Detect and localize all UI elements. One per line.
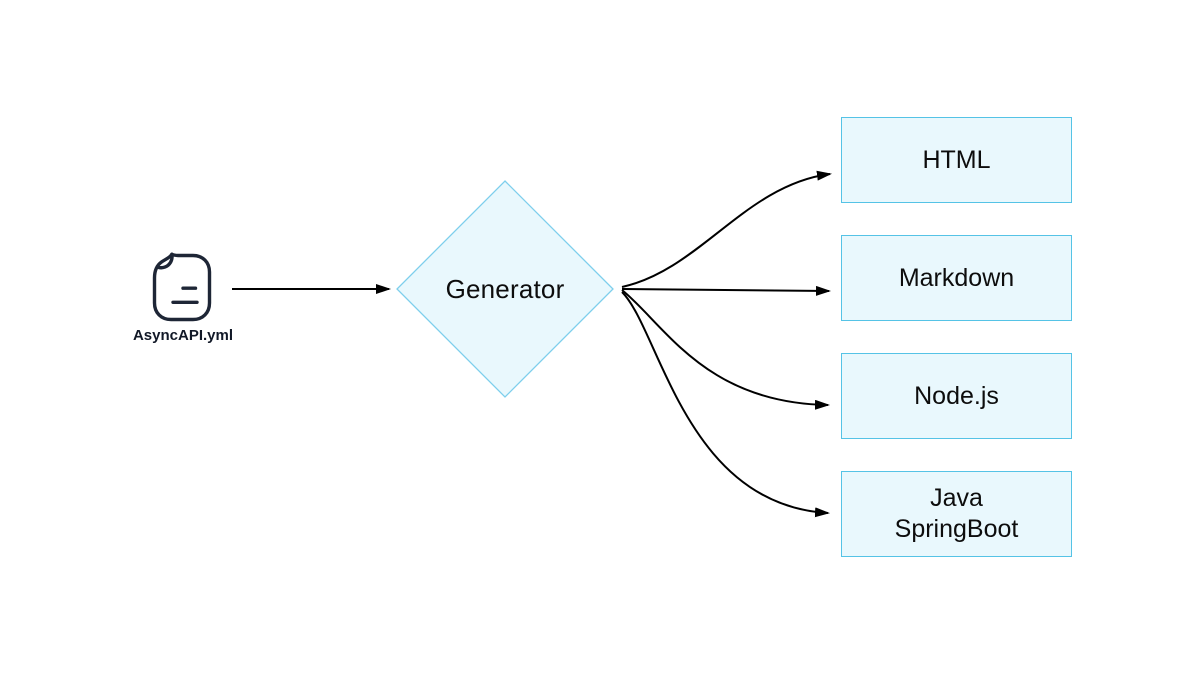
arrow-generator-to-html	[621, 170, 832, 288]
folded-corner	[156, 252, 174, 270]
asyncapi-file-icon	[152, 252, 212, 322]
arrow-generator-to-springboot	[621, 291, 830, 518]
output-node-springboot: Java SpringBoot	[841, 471, 1072, 557]
output-node-nodejs: Node.js	[841, 353, 1072, 439]
output-node-label: Java SpringBoot	[894, 484, 1019, 543]
generator-label: Generator	[445, 274, 565, 304]
source-file-label: AsyncAPI.yml	[132, 327, 234, 344]
output-node-label: Node.js	[914, 381, 999, 410]
output-node-markdown: Markdown	[841, 235, 1072, 321]
generator-diamond-node	[396, 180, 614, 398]
output-node-html: HTML	[841, 117, 1072, 203]
arrow-generator-to-nodejs	[621, 289, 830, 410]
output-node-label: HTML	[922, 145, 991, 174]
output-node-label: Markdown	[898, 263, 1015, 292]
arrow-generator-to-markdown	[621, 285, 831, 296]
